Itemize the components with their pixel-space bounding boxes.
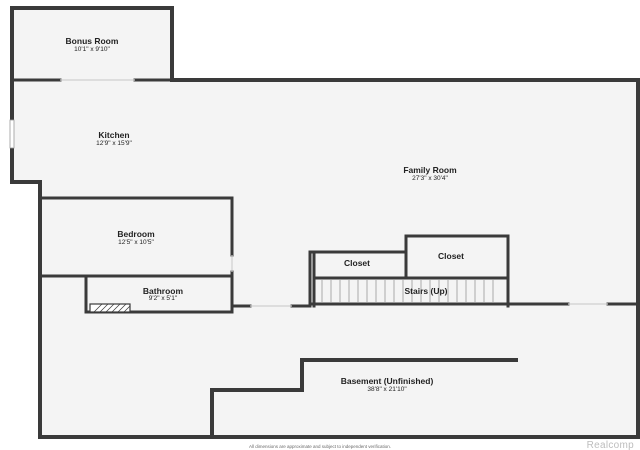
kitchen-name: Kitchen [98, 130, 129, 140]
family-room-name: Family Room [403, 165, 457, 175]
interior-walls [10, 78, 640, 314]
bathroom-name: Bathroom [143, 286, 184, 296]
closet-left-name: Closet [344, 258, 370, 268]
floor-area [12, 8, 638, 437]
bedroom-dims: 12'5" x 10'5" [118, 239, 154, 246]
bonus-room-name: Bonus Room [66, 36, 119, 46]
family-room-dims: 27'3" x 30'4" [412, 175, 448, 182]
kitchen-window [9, 119, 15, 149]
bonus-room-dims: 10'1" x 9'10" [74, 46, 110, 53]
brand-watermark: Realcomp [587, 440, 635, 450]
door-openings [60, 79, 608, 307]
disclaimer-text: All dimensions are approximate and subje… [249, 444, 391, 449]
bathroom-dims: 9'2" x 5'1" [149, 295, 178, 302]
kitchen-dims: 12'9" x 15'9" [96, 140, 132, 147]
basement-name: Basement (Unfinished) [341, 376, 434, 386]
bathroom-fixture [89, 303, 131, 313]
basement-dims: 38'8" x 21'10" [367, 386, 407, 393]
closet-right-name: Closet [438, 251, 464, 261]
bedroom-name: Bedroom [117, 229, 155, 239]
stair-treads [321, 280, 494, 302]
stairs-label: Stairs (Up) [405, 286, 448, 296]
